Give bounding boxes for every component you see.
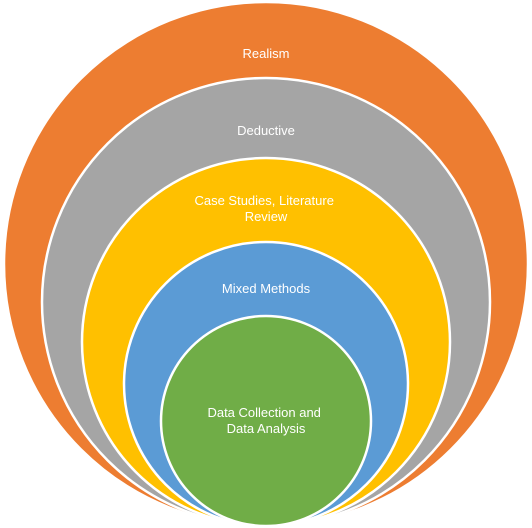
- layer-label-data-collection-line-2: Data Analysis: [227, 421, 306, 436]
- layer-label-deductive-line: Deductive: [237, 123, 295, 138]
- layer-label-deductive: Deductive: [237, 123, 295, 138]
- layer-label-realism-line: Realism: [243, 46, 290, 61]
- layer-circle-data-collection: [159, 314, 373, 528]
- layer-label-data-collection-line-1: Data Collection and: [207, 405, 320, 420]
- layer-label-case-studies-line-2: Review: [245, 209, 288, 224]
- layer-label-mixed-methods: Mixed Methods: [222, 281, 311, 296]
- layer-label-data-collection: Data Collection and Data Analysis: [207, 405, 324, 436]
- layer-label-realism: Realism: [243, 46, 290, 61]
- layer-label-case-studies: Case Studies, Literature Review: [194, 193, 337, 224]
- layer-label-case-studies-line-1: Case Studies, Literature: [194, 193, 333, 208]
- layer-label-mixed-methods-line: Mixed Methods: [222, 281, 311, 296]
